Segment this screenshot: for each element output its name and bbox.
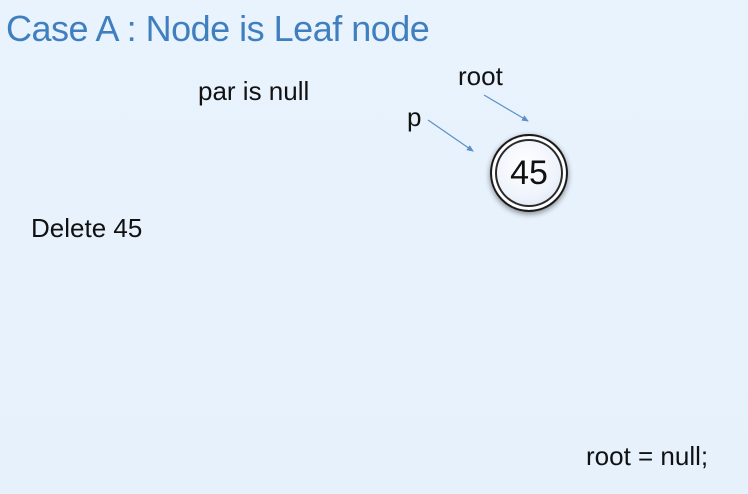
p-pointer-label: p xyxy=(407,102,422,132)
p-arrow xyxy=(427,119,474,152)
tree-node-45: 45 xyxy=(490,134,568,212)
delete-action-label: Delete 45 xyxy=(31,213,143,243)
root-assignment-code: root = null; xyxy=(586,441,709,471)
par-status-label: par is null xyxy=(198,76,310,106)
slide-title: Case A : Node is Leaf node xyxy=(6,8,430,49)
root-arrow xyxy=(483,94,529,122)
root-pointer-label: root xyxy=(458,61,503,91)
node-value: 45 xyxy=(510,153,548,192)
